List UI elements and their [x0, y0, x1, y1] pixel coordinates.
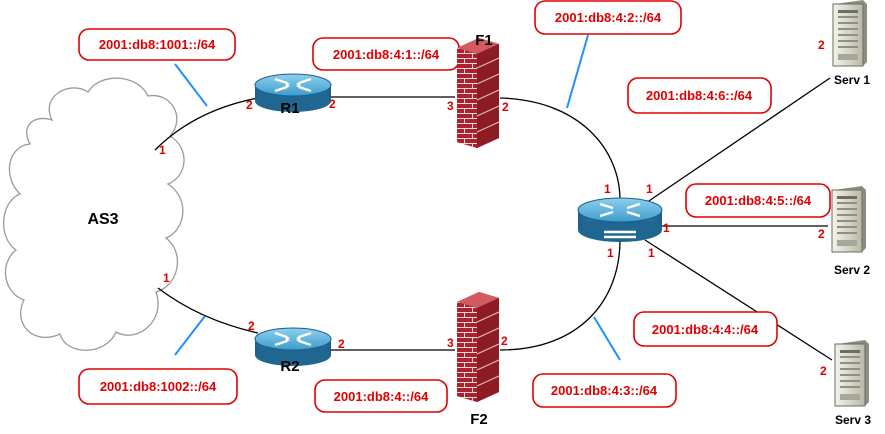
subnet-label-r1-f1: 2001:db8:4:1::/64 — [312, 37, 460, 71]
subnet-label-f1-switch: 2001:db8:4:2::/64 — [534, 0, 682, 35]
port-label: 2 — [248, 319, 255, 333]
router-arrows-icon — [599, 202, 641, 239]
link-switch-serv3 — [644, 239, 833, 361]
port-label: 1 — [163, 271, 170, 285]
links — [154, 77, 833, 361]
svg-text:2001:db8:4::/64: 2001:db8:4::/64 — [334, 389, 429, 404]
server-serv3[interactable] — [834, 339, 870, 407]
port-label: 1 — [648, 246, 655, 260]
svg-text:2001:db8:1001::/64: 2001:db8:1001::/64 — [99, 37, 216, 52]
server-serv1-label: Serv 1 — [834, 73, 870, 87]
subnet-label-switch-serv2: 2001:db8:4:5::/64 — [685, 183, 831, 218]
subnet-label-f2-switch: 2001:db8:4:3::/64 — [532, 373, 677, 408]
router-r2-label: R2 — [280, 358, 299, 375]
firewall-f1[interactable] — [456, 37, 500, 149]
server-serv3-label: Serv 3 — [835, 413, 871, 427]
subnet-label-switch-serv1: 2001:db8:4:6::/64 — [627, 77, 772, 114]
port-label: 1 — [646, 182, 653, 196]
router-r1-label: R1 — [280, 100, 299, 117]
svg-text:2001:db8:4:3::/64: 2001:db8:4:3::/64 — [551, 383, 658, 398]
port-labels: 1 2 2 3 2 1 2 2 3 2 1 1 1 1 1 2 2 2 — [159, 38, 827, 378]
port-label: 3 — [447, 336, 454, 350]
port-label: 2 — [820, 364, 827, 378]
port-label: 2 — [338, 337, 345, 351]
subnet-label-as-r2: 2001:db8:1002::/64 — [78, 368, 238, 405]
subnet-label-as-r1: 2001:db8:1001::/64 — [78, 28, 236, 61]
firewall-f1-label: F1 — [475, 32, 493, 49]
svg-text:2001:db8:4:2::/64: 2001:db8:4:2::/64 — [555, 10, 662, 25]
firewall-icon — [456, 291, 500, 403]
link-as3-r2 — [157, 287, 259, 334]
as3-cloud: AS3 — [3, 77, 185, 351]
link-f2-switch — [499, 239, 621, 351]
svg-text:2001:db8:4:6::/64: 2001:db8:4:6::/64 — [646, 88, 753, 103]
port-label: 2 — [501, 334, 508, 348]
annotation-lines — [174, 34, 621, 361]
port-label: 1 — [607, 246, 614, 260]
port-label: 2 — [818, 38, 825, 52]
firewall-icon — [456, 37, 500, 149]
svg-text:2001:db8:4:4::/64: 2001:db8:4:4::/64 — [652, 322, 759, 337]
core-router[interactable] — [577, 197, 663, 242]
port-label: 3 — [447, 99, 454, 113]
port-label: 1 — [159, 143, 166, 157]
server-serv2[interactable] — [831, 185, 867, 253]
port-label: 1 — [604, 182, 611, 196]
server-serv2-label: Serv 2 — [834, 263, 870, 277]
firewall-f2[interactable] — [456, 291, 500, 403]
subnet-label-r2-f2: 2001:db8:4::/64 — [314, 379, 448, 413]
port-label: 1 — [663, 221, 670, 235]
svg-text:2001:db8:1002::/64: 2001:db8:1002::/64 — [100, 379, 217, 394]
svg-text:2001:db8:4:1::/64: 2001:db8:4:1::/64 — [333, 47, 440, 62]
server-serv1[interactable] — [832, 0, 868, 67]
port-label: 2 — [502, 100, 509, 114]
port-label: 2 — [818, 227, 825, 241]
port-label: 2 — [329, 97, 336, 111]
firewall-f2-label: F2 — [470, 411, 488, 428]
link-switch-serv1 — [639, 77, 831, 208]
subnet-label-switch-serv3: 2001:db8:4:4::/64 — [633, 311, 778, 347]
server-icon — [832, 0, 868, 67]
svg-text:2001:db8:4:5::/64: 2001:db8:4:5::/64 — [705, 193, 812, 208]
server-icon — [831, 185, 867, 253]
as3-label: AS3 — [87, 211, 118, 228]
link-f1-switch — [499, 97, 621, 201]
link-as3-r1 — [154, 97, 259, 151]
server-icon — [834, 339, 870, 407]
port-label: 2 — [246, 98, 253, 112]
